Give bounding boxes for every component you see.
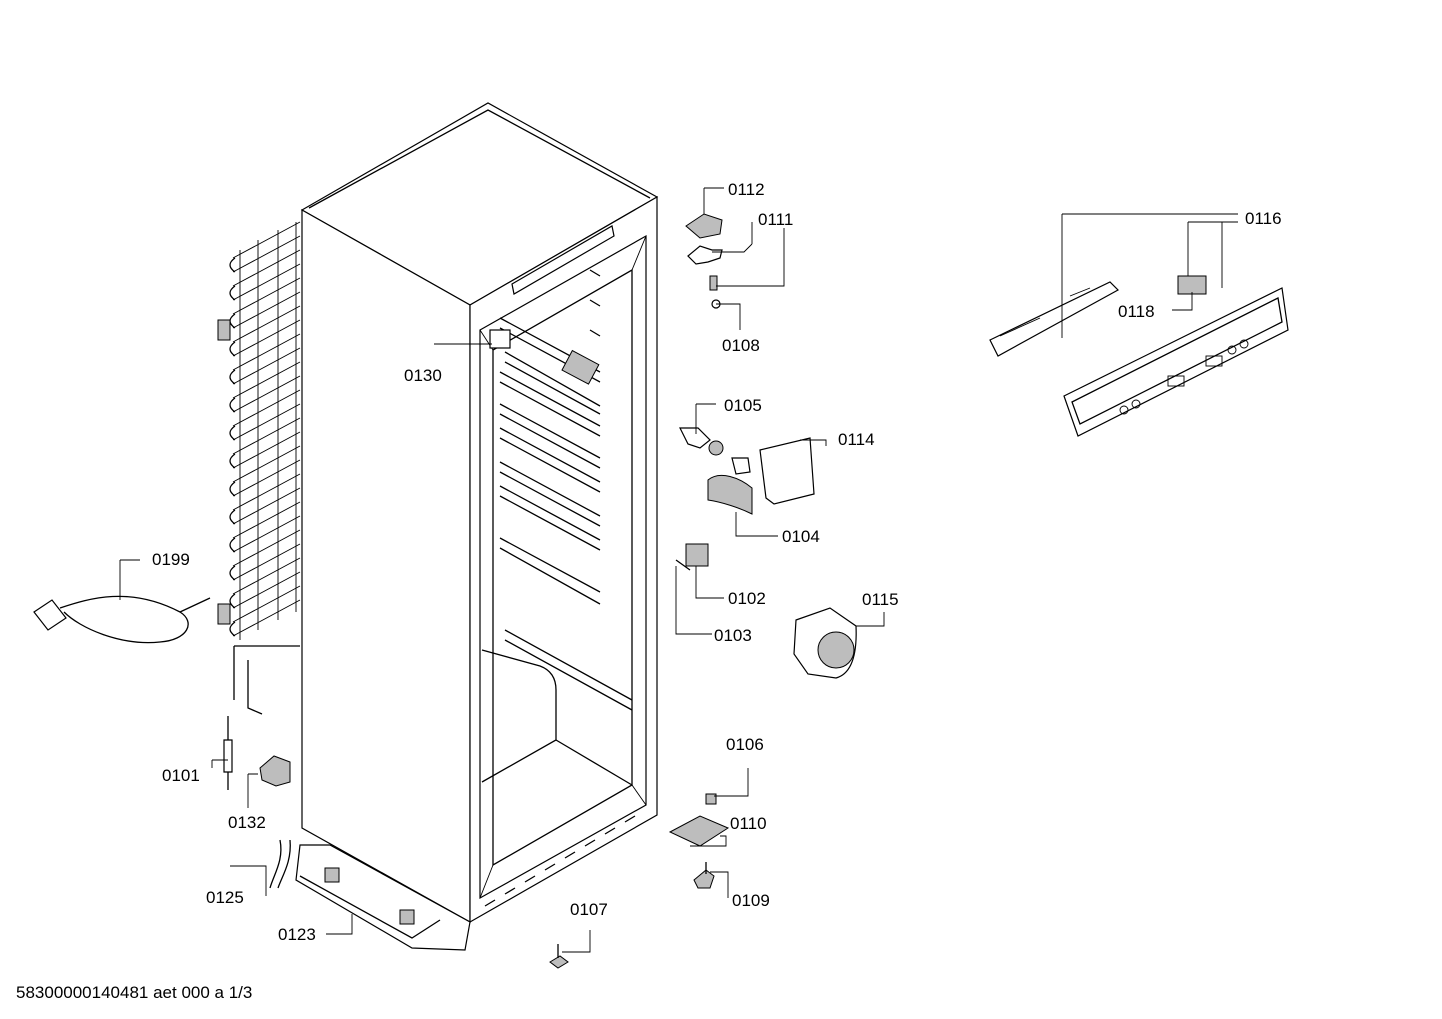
control-panel-group <box>989 275 1289 437</box>
part-0105-shape <box>679 427 711 449</box>
label-0199: 0199 <box>152 550 190 569</box>
part-0125-shape <box>269 839 291 889</box>
lower-left-parts <box>33 595 291 889</box>
label-0118: 0118 <box>1118 302 1155 321</box>
label-0112: 0112 <box>728 180 765 199</box>
part-0116-shape <box>1063 287 1289 437</box>
part-0106-shape <box>705 793 717 805</box>
part-labels: 0112 0111 0108 0116 0118 0130 0105 0114 … <box>152 180 1282 944</box>
part-0107-shape <box>549 955 569 969</box>
label-0130: 0130 <box>404 366 442 385</box>
part-0199-shape <box>59 595 189 644</box>
part-screw <box>709 275 718 291</box>
label-0123: 0123 <box>278 925 316 944</box>
part-0110-shape <box>668 815 730 847</box>
label-0104: 0104 <box>782 527 820 546</box>
label-0116: 0116 <box>1245 209 1282 228</box>
label-0115: 0115 <box>862 590 899 609</box>
part-circuit-board <box>989 281 1119 357</box>
leader-lines <box>119 187 1238 953</box>
label-0103: 0103 <box>714 626 752 645</box>
part-0112-shape <box>685 213 723 239</box>
label-0110: 0110 <box>730 814 767 833</box>
part-0104-shape <box>707 475 753 515</box>
cabinet-body <box>295 102 659 951</box>
label-0105: 0105 <box>724 396 762 415</box>
label-0108: 0108 <box>722 336 760 355</box>
condenser-coil <box>217 221 301 715</box>
upper-right-parts <box>549 213 857 969</box>
label-0125: 0125 <box>206 888 244 907</box>
label-0114: 0114 <box>838 430 875 449</box>
part-0111-shape <box>687 245 723 265</box>
label-0106: 0106 <box>726 735 764 754</box>
part-0132-shape <box>259 755 291 787</box>
label-0111: 0111 <box>758 210 793 229</box>
drawing-number-footer: 58300000140481 aet 000 a 1/3 <box>16 983 252 1002</box>
part-0109-shape <box>693 869 715 889</box>
part-0101-shape <box>223 739 233 773</box>
label-0102: 0102 <box>728 589 766 608</box>
label-0107: 0107 <box>570 900 608 919</box>
label-0132: 0132 <box>228 813 266 832</box>
label-0109: 0109 <box>732 891 770 910</box>
part-0102-shape <box>685 543 709 567</box>
label-0101: 0101 <box>162 766 200 785</box>
part-0118-shape <box>1177 275 1207 295</box>
part-0114-shape <box>759 437 815 505</box>
